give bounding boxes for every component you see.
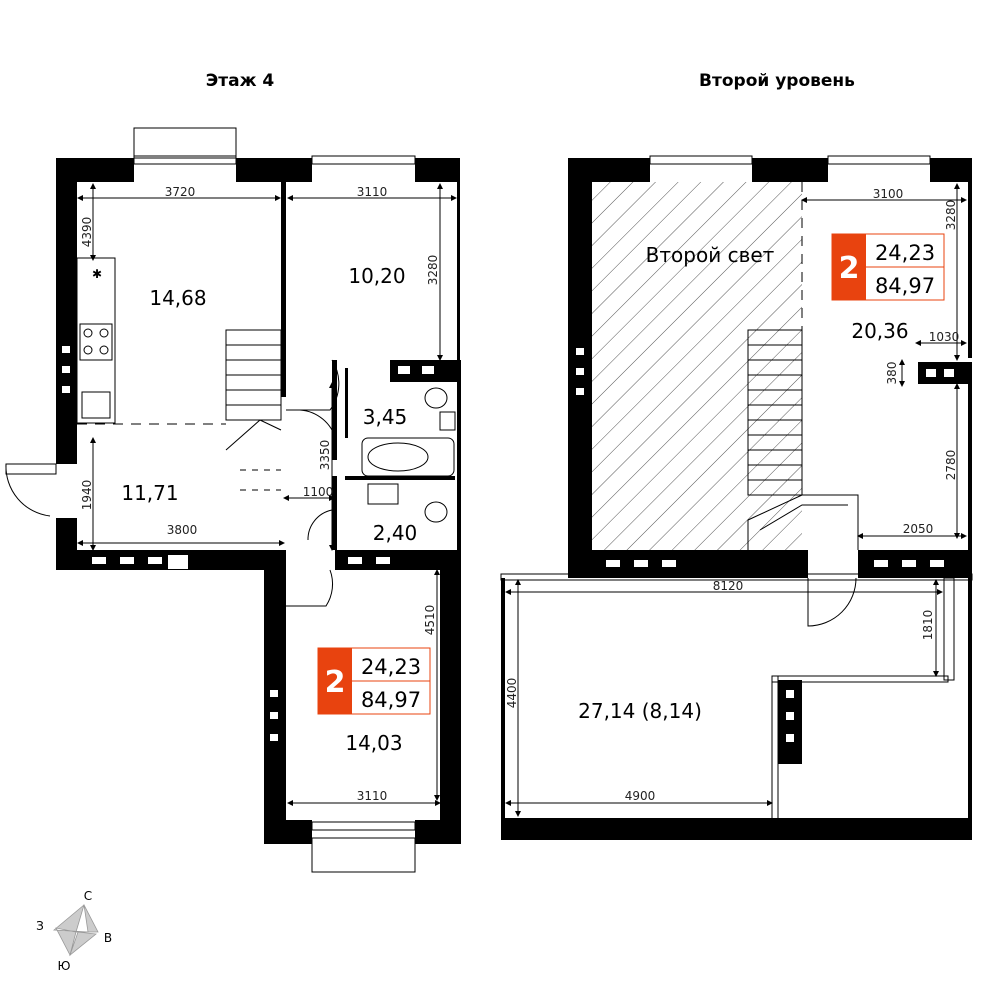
dim-4390: 4390 <box>80 217 94 248</box>
floor4-hall-area: 11,71 <box>121 481 178 505</box>
kitchen-appliances: ✱ <box>76 257 116 424</box>
second-light-void <box>592 182 802 550</box>
dim-3110-bottom: 3110 <box>357 789 388 803</box>
level2-area-badge: 2 24,23 84,97 <box>831 233 945 301</box>
compass-star-icon <box>52 903 99 957</box>
title-level2: Второй уровень <box>699 71 855 91</box>
floor4-bath-area: 3,45 <box>363 405 408 429</box>
level2-terrace-area: 27,14 (8,14) <box>578 699 702 723</box>
dim-3800: 3800 <box>167 523 198 537</box>
dim-3280: 3280 <box>426 255 440 286</box>
level2-windows <box>500 155 973 822</box>
second-light-label: Второй свет <box>646 243 775 267</box>
dim-l2-2780: 2780 <box>944 450 958 481</box>
compass-north: С <box>84 889 92 903</box>
badge-living-area: 24,23 <box>875 241 935 265</box>
dim-l2-2050: 2050 <box>903 522 934 536</box>
floor4-stairs <box>225 329 282 491</box>
title-floor4: Этаж 4 <box>206 71 275 91</box>
level2-door <box>807 577 857 627</box>
floor4-room-c-area: 14,03 <box>345 731 402 755</box>
dim-l2-1030: 1030 <box>929 330 960 344</box>
dim-3110-top: 3110 <box>357 185 388 199</box>
dim-1100: 1100 <box>303 485 334 499</box>
level2-walls <box>501 158 972 840</box>
dim-l2-1810: 1810 <box>921 610 935 641</box>
compass-south: Ю <box>58 959 71 973</box>
badge-rooms-box <box>318 648 352 714</box>
compass-east: В <box>104 931 112 945</box>
dim-l2-3280: 3280 <box>944 200 958 231</box>
floor4-area-badge: 2 24,23 84,97 <box>317 647 431 715</box>
compass-west: З <box>36 919 44 933</box>
floor4-room-a-area: 14,68 <box>149 286 206 310</box>
badge-rooms-count: 2 <box>325 665 346 700</box>
dim-3350: 3350 <box>318 440 332 471</box>
dim-l2-3100: 3100 <box>873 187 904 201</box>
badge-rooms-box <box>832 234 866 300</box>
dim-l2-4400: 4400 <box>505 678 519 709</box>
floor4-windows <box>5 127 416 873</box>
dim-l2-8120: 8120 <box>713 579 744 593</box>
badge-total-area: 84,97 <box>875 274 935 298</box>
dim-l2-380: 380 <box>885 362 899 385</box>
badge-total-area: 84,97 <box>361 688 421 712</box>
level2-stairs <box>747 329 859 550</box>
level2-window-marks <box>576 348 954 742</box>
svg-text:✱: ✱ <box>92 267 102 281</box>
dim-l2-4900: 4900 <box>625 789 656 803</box>
badge-living-area: 24,23 <box>361 655 421 679</box>
level2-dimension-lines <box>505 183 967 817</box>
bath-fixtures <box>361 387 456 523</box>
floor4-window-marks <box>62 346 434 741</box>
compass: С Ю З В <box>36 889 112 973</box>
floor4-dimension-lines <box>77 183 457 806</box>
dim-1940: 1940 <box>80 480 94 511</box>
level2-room-area: 20,36 <box>851 319 908 343</box>
badge-rooms-count: 2 <box>839 251 860 286</box>
floor4-wc-area: 2,40 <box>373 521 418 545</box>
dim-3720: 3720 <box>165 185 196 199</box>
dim-4510: 4510 <box>423 605 437 636</box>
floor4-room-b-area: 10,20 <box>348 264 405 288</box>
